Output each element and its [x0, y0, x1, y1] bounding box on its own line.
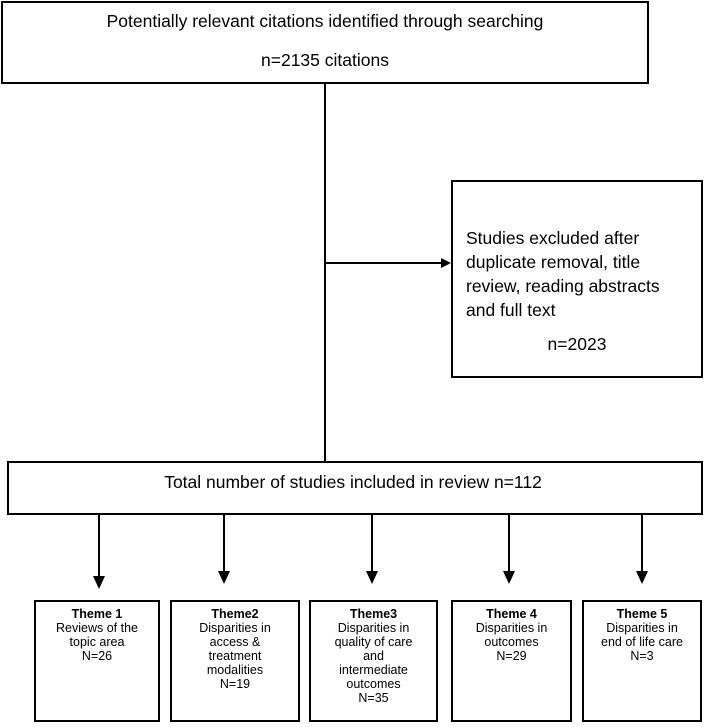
theme-description-line: quality of care [334, 635, 413, 649]
theme-description-line: Reviews of the [56, 621, 138, 635]
theme-description-line: Disparities in [606, 621, 678, 635]
theme-description-line: Disparities in [475, 621, 548, 635]
theme-title: Theme 4 [486, 607, 537, 621]
included-studies-box: Total number of studies included in revi… [7, 461, 703, 515]
theme-title: Theme 1 [71, 607, 123, 621]
search-results-count: n=2135 citations [261, 50, 389, 70]
theme-description-line: Disparities in [337, 621, 410, 635]
excluded-studies-box: Studies excluded after duplicate removal… [451, 180, 703, 378]
theme-count: N=35 [358, 691, 389, 705]
theme-title: Theme 5 [616, 607, 668, 621]
excluded-line: and full text [466, 300, 556, 320]
theme-description-line: Disparities in [199, 621, 271, 635]
theme-count: N=3 [630, 649, 654, 663]
excluded-line: Studies excluded after [466, 228, 640, 248]
excluded-line: review, reading abstracts [466, 276, 660, 296]
theme-description-line: treatment [208, 649, 262, 663]
theme-4-arrowhead [503, 571, 515, 584]
excluded-line: duplicate removal, title [466, 252, 641, 272]
theme-2-box: Theme2 Disparities in access & treatment… [170, 600, 300, 722]
theme-3-arrowhead [366, 571, 378, 584]
included-studies-label: Total number of studies included in revi… [164, 472, 542, 492]
excluded-studies-count: n=2023 [547, 334, 607, 354]
theme-4-box: Theme 4 Disparities in outcomes N=29 [451, 600, 572, 722]
excluded-studies-label: Studies excluded after duplicate removal… [466, 226, 698, 322]
theme-description-line: modalities [206, 663, 264, 677]
theme-1-arrowhead [93, 576, 105, 589]
theme-description-line: and [363, 649, 384, 663]
theme-description-line: intermediate [339, 663, 408, 677]
theme-3-box: Theme3 Disparities in quality of care an… [309, 600, 438, 722]
theme-description-line: outcomes [346, 677, 401, 691]
theme-1-box: Theme 1 Reviews of the topic area N=26 [34, 600, 160, 722]
theme-5-box: Theme 5 Disparities in end of life care … [582, 600, 702, 722]
theme-count: N=19 [219, 677, 251, 691]
theme-description-line: end of life care [601, 635, 683, 649]
theme-description-line: topic area [69, 635, 125, 649]
theme-title: Theme2 [211, 607, 259, 621]
theme-count: N=29 [496, 649, 527, 663]
search-results-box: Potentially relevant citations identifie… [1, 1, 649, 84]
theme-count: N=26 [81, 649, 113, 663]
theme-title: Theme3 [349, 607, 398, 621]
theme-description-line: outcomes [484, 635, 539, 649]
search-results-label: Potentially relevant citations identifie… [106, 11, 544, 31]
theme-5-arrowhead [636, 571, 648, 584]
theme-description-line: access & [209, 635, 261, 649]
theme-2-arrowhead [218, 571, 230, 584]
